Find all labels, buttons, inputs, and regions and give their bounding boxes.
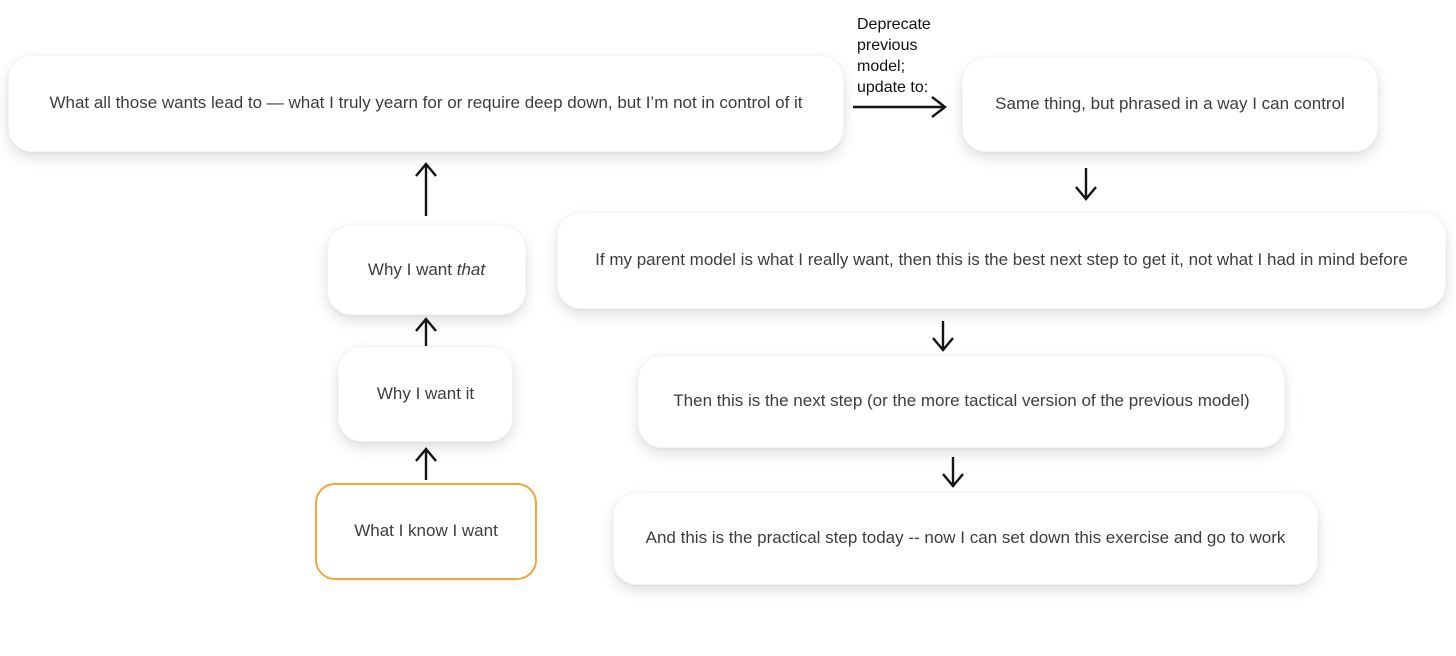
node-what-i-know-i-want-label: What I know I want: [354, 521, 498, 541]
node-tactical-step: Then this is the next step (or the more …: [638, 355, 1285, 448]
up-arrow-known-want-to-why-it: [410, 446, 442, 482]
up-arrow-why-it-to-why-that: [410, 316, 442, 348]
node-best-next-step: If my parent model is what I really want…: [557, 212, 1446, 309]
node-practical-step-label: And this is the practical step today -- …: [645, 528, 1286, 548]
up-arrow-why-that-to-parent: [410, 160, 442, 218]
node-parent-model: What all those wants lead to — what I tr…: [8, 55, 844, 152]
right-arrow-parent-to-controllable: [851, 91, 951, 123]
node-controllable-model-label: Same thing, but phrased in a way I can c…: [995, 94, 1345, 114]
node-why-i-want-it-label: Why I want it: [376, 383, 475, 403]
node-what-i-know-i-want: What I know I want: [315, 483, 537, 580]
node-parent-model-label: What all those wants lead to — what I tr…: [49, 93, 803, 113]
node-controllable-model: Same thing, but phrased in a way I can c…: [962, 57, 1378, 152]
down-arrow-controllable-to-next-step: [1070, 166, 1102, 202]
node-tactical-step-label: Then this is the next step (or the more …: [673, 391, 1250, 411]
down-arrow-next-step-to-tactical: [927, 319, 959, 353]
edge-label-deprecate-update: Deprecate previous model; update to:: [857, 16, 931, 97]
node-practical-step: And this is the practical step today -- …: [613, 492, 1318, 585]
emphasized-word: that: [456, 259, 486, 279]
node-best-next-step-label: If my parent model is what I really want…: [595, 250, 1408, 270]
node-why-i-want-that-label: Why I want that: [367, 259, 486, 279]
down-arrow-tactical-to-practical: [937, 455, 969, 489]
node-why-i-want-that: Why I want that: [327, 225, 526, 315]
node-why-i-want-it: Why I want it: [338, 346, 513, 442]
